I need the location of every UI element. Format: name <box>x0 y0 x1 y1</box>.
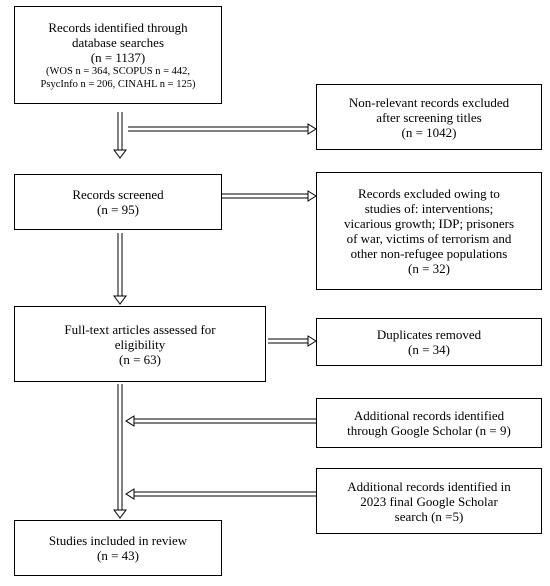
nonrelevant-line1: Non-relevant records excluded <box>348 94 510 110</box>
arrow-from-scholar <box>125 415 316 427</box>
scholar2023-line2: 2023 final Google Scholar <box>360 493 498 509</box>
nonrelevant-count: (n = 1042) <box>401 124 457 140</box>
excluded-line3: vicarious growth; IDP; prisoners <box>343 216 515 231</box>
scholar2023-line3: search (n =5) <box>394 508 464 524</box>
google-scholar-2023-box: Additional records identified in 2023 fi… <box>316 468 542 534</box>
fulltext-assessed-box: Full-text articles assessed for eligibil… <box>14 306 266 382</box>
identified-breakdown-2: PsycInfo n = 206, CINAHL n = 125) <box>40 78 196 90</box>
fulltext-line2: eligibility <box>114 336 166 352</box>
fulltext-count: (n = 63) <box>119 351 161 367</box>
screened-count: (n = 95) <box>97 202 139 217</box>
excluded-line2: studies of: interventions; <box>364 201 494 216</box>
arrow-to-duplicates <box>268 335 317 347</box>
identified-line2: database searches <box>71 34 165 50</box>
arrow-fulltext-to-included <box>113 384 127 519</box>
screened-line1: Records screened <box>72 187 164 202</box>
excluded-line4: of war, victims of terrorism and <box>346 231 512 246</box>
records-screened-box: Records screened (n = 95) <box>14 174 222 230</box>
scholar2023-line1: Additional records identified in <box>347 478 511 494</box>
excluded-count: (n = 32) <box>408 261 450 276</box>
arrow-identified-to-screened <box>113 112 127 159</box>
included-count: (n = 43) <box>97 548 139 563</box>
records-excluded-box: Records excluded owing to studies of: in… <box>316 172 542 290</box>
identified-line1: Records identified through <box>48 19 188 35</box>
scholar-line2: through Google Scholar (n = 9) <box>347 423 511 438</box>
excluded-line1: Records excluded owing to <box>358 186 500 201</box>
arrow-screened-to-fulltext <box>113 233 127 305</box>
duplicates-line1: Duplicates removed <box>376 327 482 342</box>
duplicates-removed-box: Duplicates removed (n = 34) <box>316 318 542 366</box>
nonrelevant-line2: after screening titles <box>376 109 482 125</box>
included-line1: Studies included in review <box>48 533 188 548</box>
fulltext-line1: Full-text articles assessed for <box>64 321 216 337</box>
studies-included-box: Studies included in review (n = 43) <box>14 520 222 576</box>
duplicates-count: (n = 34) <box>408 342 450 357</box>
arrow-to-excluded <box>214 190 317 202</box>
records-identified-box: Records identified through database sear… <box>14 6 222 104</box>
arrow-to-nonrelevant <box>128 123 317 135</box>
identified-count: (n = 1137) <box>90 49 146 65</box>
excluded-line5: other non-refugee populations <box>350 246 508 261</box>
google-scholar-box: Additional records identified through Go… <box>316 398 542 448</box>
nonrelevant-excluded-box: Non-relevant records excluded after scre… <box>316 84 542 150</box>
scholar-line1: Additional records identified <box>353 408 505 423</box>
identified-breakdown-1: (WOS n = 364, SCOPUS n = 442, <box>46 65 190 77</box>
arrow-from-scholar2023 <box>125 488 316 500</box>
